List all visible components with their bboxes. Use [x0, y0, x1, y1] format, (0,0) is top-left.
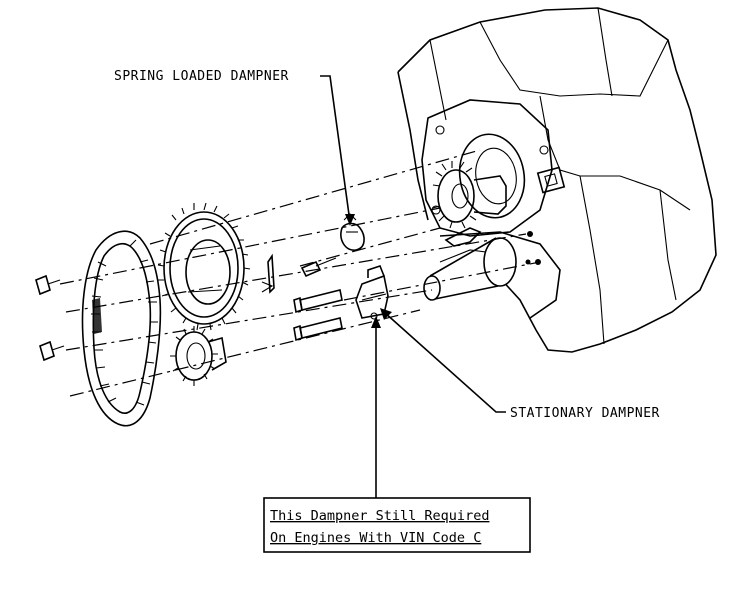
crankshaft-sprocket [170, 326, 227, 386]
crankshaft-snout [423, 227, 517, 301]
note-box: This Dampner Still Required On Engines W… [263, 497, 531, 553]
left-bolts [35, 274, 65, 362]
note-line-1: This Dampner Still Required [270, 508, 489, 524]
pin-part [261, 253, 275, 294]
engine-block [397, 7, 717, 353]
spring-loaded-dampner-label: SPRING LOADED DAMPNER [114, 69, 289, 84]
leader-lines [320, 75, 506, 498]
camshaft-sprocket [157, 202, 251, 331]
timing-chain [81, 230, 162, 427]
stationary-dampner-label: STATIONARY DAMPNER [510, 406, 660, 421]
note-line-2: On Engines With VIN Code C [270, 530, 481, 546]
camshaft-gear [432, 161, 507, 229]
alignment-lines [59, 149, 541, 397]
stationary-dampner-part [293, 265, 389, 342]
